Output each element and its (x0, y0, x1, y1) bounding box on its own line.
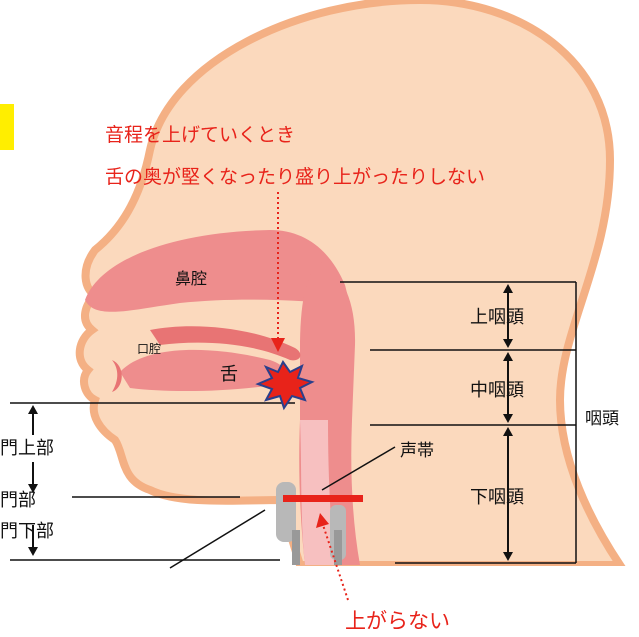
lips (112, 360, 122, 392)
label-vocal-cords: 声帯 (400, 441, 434, 461)
label-tongue: 舌 (220, 364, 238, 385)
annotation-line1: 音程を上げていくとき (105, 124, 296, 146)
bottom-blank (0, 566, 639, 637)
not-raise-pointer (322, 524, 349, 601)
label-oral-cavity: 口腔 (137, 342, 162, 356)
label-not-raise: 上がらない (345, 609, 450, 633)
pharynx-bracket (340, 281, 577, 564)
label-larynx-upper: 門上部 (0, 438, 54, 459)
trachea-right (334, 530, 342, 565)
yellow-marker (0, 104, 14, 150)
throat-inner (300, 420, 335, 565)
label-lower-pharynx: 下咽頭 (470, 487, 524, 508)
label-middle-pharynx: 中咽頭 (470, 380, 524, 401)
label-nasal-cavity: 鼻腔 (175, 269, 208, 288)
label-upper-pharynx: 上咽頭 (470, 307, 524, 328)
larynx-bracket (10, 402, 295, 561)
annotation-line2: 舌の奥が堅くなったり盛り上がったりしない (105, 166, 486, 188)
oral-cavity (120, 349, 287, 392)
label-larynx-lower: 門下部 (0, 521, 54, 542)
label-pharynx: 咽頭 (585, 409, 619, 429)
label-larynx-mid: 門部 (0, 490, 36, 511)
red-starburst-icon (255, 360, 315, 411)
palate (150, 326, 301, 361)
red-bar (283, 495, 363, 502)
trachea-left (292, 530, 300, 565)
nasal-cavity (85, 230, 350, 312)
